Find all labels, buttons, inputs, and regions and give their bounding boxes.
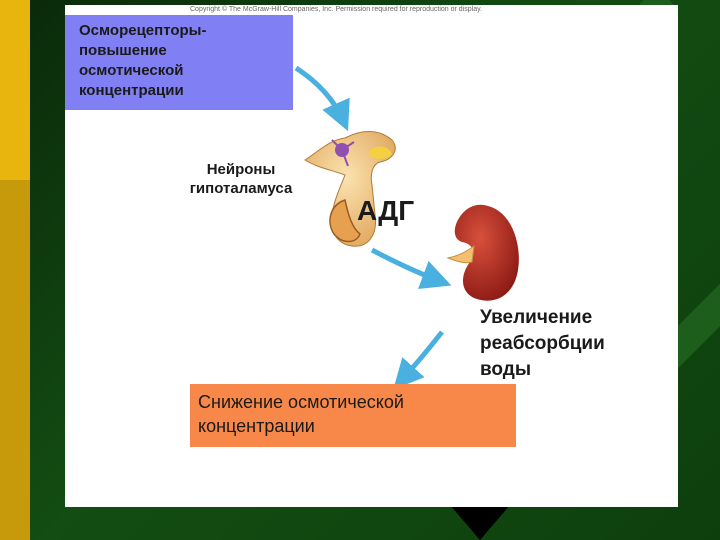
osmotic-decrease-box [190,384,516,447]
neuron-icon [331,139,355,167]
osmoreceptors-box [65,15,293,110]
osmoreceptors-label: Осморецепторы- повышение осмотической ко… [79,22,207,99]
curved-arrow-icon [294,65,350,132]
gold-band-top [0,0,30,180]
kidney-illustration [446,204,519,301]
gold-band-bottom [0,180,30,540]
curved-arrow-icon [370,247,452,290]
curved-arrow-icon [393,330,444,390]
hypothalamic-neurons-label: Нейроны гипоталамуса [189,161,293,197]
water-reabsorption-label: Увеличение реабсорбции воды [480,307,605,380]
background-triangle [450,505,510,540]
adh-label: АДГ [357,195,415,226]
hypothalamus-pituitary-illustration [304,131,396,247]
copyright-notice: Copyright © The McGraw-Hill Companies, I… [190,6,483,13]
osmotic-decrease-label: Снижение осмотической концентрации [198,392,404,436]
